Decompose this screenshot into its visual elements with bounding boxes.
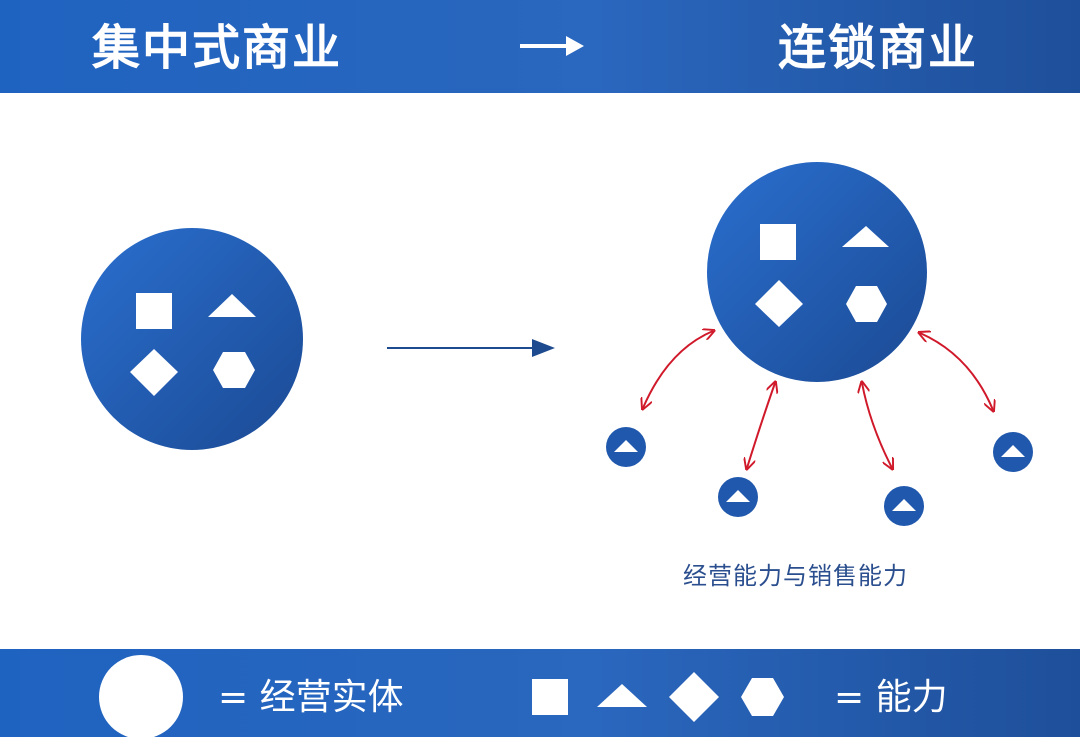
square-icon [136, 293, 172, 329]
satellite-store [993, 432, 1033, 472]
double-arrow-icon [643, 331, 713, 408]
left-entity-circle [81, 228, 303, 450]
hexagon-icon [846, 286, 887, 322]
centralized-commerce-title: 集中式商业 [92, 20, 343, 76]
satellite-store [718, 477, 758, 517]
double-arrow-icon [920, 333, 993, 410]
double-arrow-icon [747, 383, 775, 468]
capability-arrows [643, 331, 993, 468]
hexagon-icon [213, 352, 255, 388]
triangle-icon [1001, 445, 1025, 457]
transition-arrow-icon [387, 339, 555, 357]
chain-commerce-title: 连锁商业 [778, 20, 979, 76]
header-arrow-icon [520, 36, 584, 56]
triangle-icon [842, 226, 889, 247]
satellite-store [606, 427, 646, 467]
triangle-icon [208, 294, 256, 317]
double-arrow-icon [862, 383, 892, 468]
satellite-store [884, 486, 924, 526]
diamond-icon [130, 349, 178, 396]
triangle-icon [726, 490, 750, 502]
right-entity-circle [707, 162, 927, 382]
diamond-icon [755, 280, 803, 327]
legend-ability-label: = 能力 [834, 677, 948, 718]
triangle-icon [614, 440, 638, 452]
legend-entity-label: = 经营实体 [218, 677, 404, 718]
triangle-icon [892, 499, 916, 511]
capability-caption: 经营能力与销售能力 [683, 562, 908, 590]
square-icon [760, 224, 796, 260]
